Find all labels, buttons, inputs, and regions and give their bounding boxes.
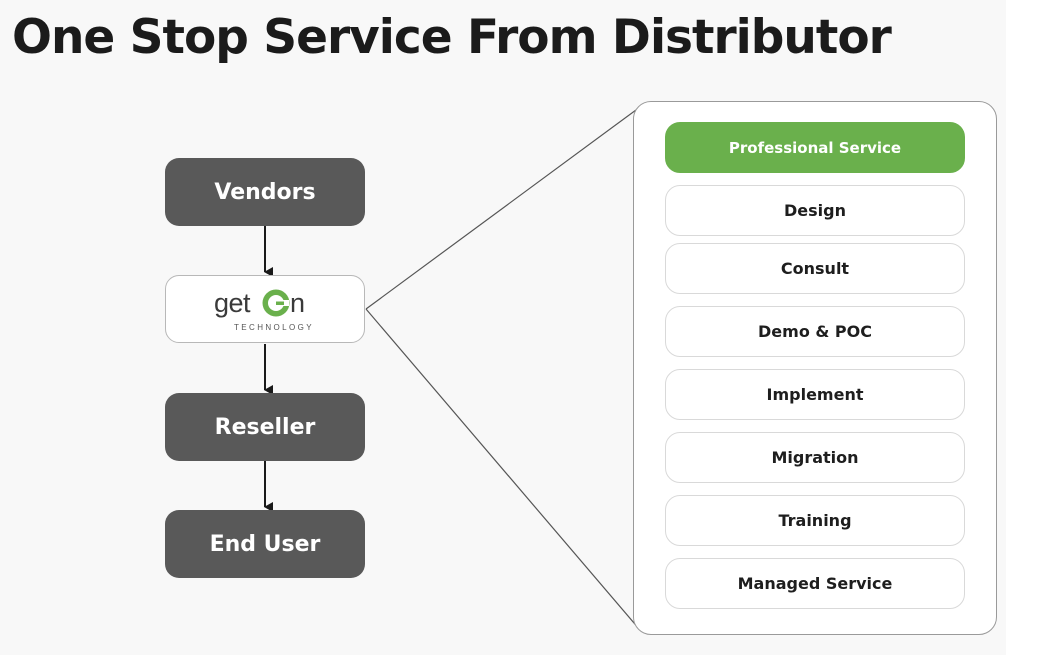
service-item-label: Migration (771, 448, 859, 467)
end-user-label: End User (209, 531, 321, 557)
vendors-box: Vendors (165, 158, 365, 226)
logo-word-n: n (290, 288, 306, 318)
service-item-label: Implement (766, 385, 864, 404)
service-item-managed-service: Managed Service (665, 558, 965, 609)
end-user-box: End User (165, 510, 365, 578)
service-item-label: Managed Service (737, 574, 893, 593)
geton-logo-icon (262, 289, 290, 317)
page-title: One Stop Service From Distributor (12, 10, 892, 65)
callout-line-bottom (365, 308, 641, 631)
right-margin-strip (1006, 0, 1038, 655)
reseller-label: Reseller (214, 414, 316, 440)
service-item-label: Design (784, 201, 846, 220)
reseller-box: Reseller (165, 393, 365, 461)
service-item-label: Training (778, 511, 852, 530)
panel-header-professional-service: Professional Service (665, 122, 965, 173)
service-item-label: Consult (780, 259, 850, 278)
service-item-design: Design (665, 185, 965, 236)
service-item-implement: Implement (665, 369, 965, 420)
callout-line-top (365, 106, 641, 310)
service-item-label: Demo & POC (758, 322, 872, 341)
service-item-demo-poc: Demo & POC (665, 306, 965, 357)
services-panel: Professional Service Design Consult Demo… (633, 101, 997, 635)
logo-word-get: get (214, 288, 251, 318)
panel-header-label: Professional Service (728, 138, 902, 157)
geton-logo-box: get n TECHNOLOGY (165, 275, 365, 343)
logo-subtitle: TECHNOLOGY (234, 323, 315, 332)
service-item-consult: Consult (665, 243, 965, 294)
service-item-migration: Migration (665, 432, 965, 483)
service-item-training: Training (665, 495, 965, 546)
vendors-label: Vendors (214, 179, 316, 205)
